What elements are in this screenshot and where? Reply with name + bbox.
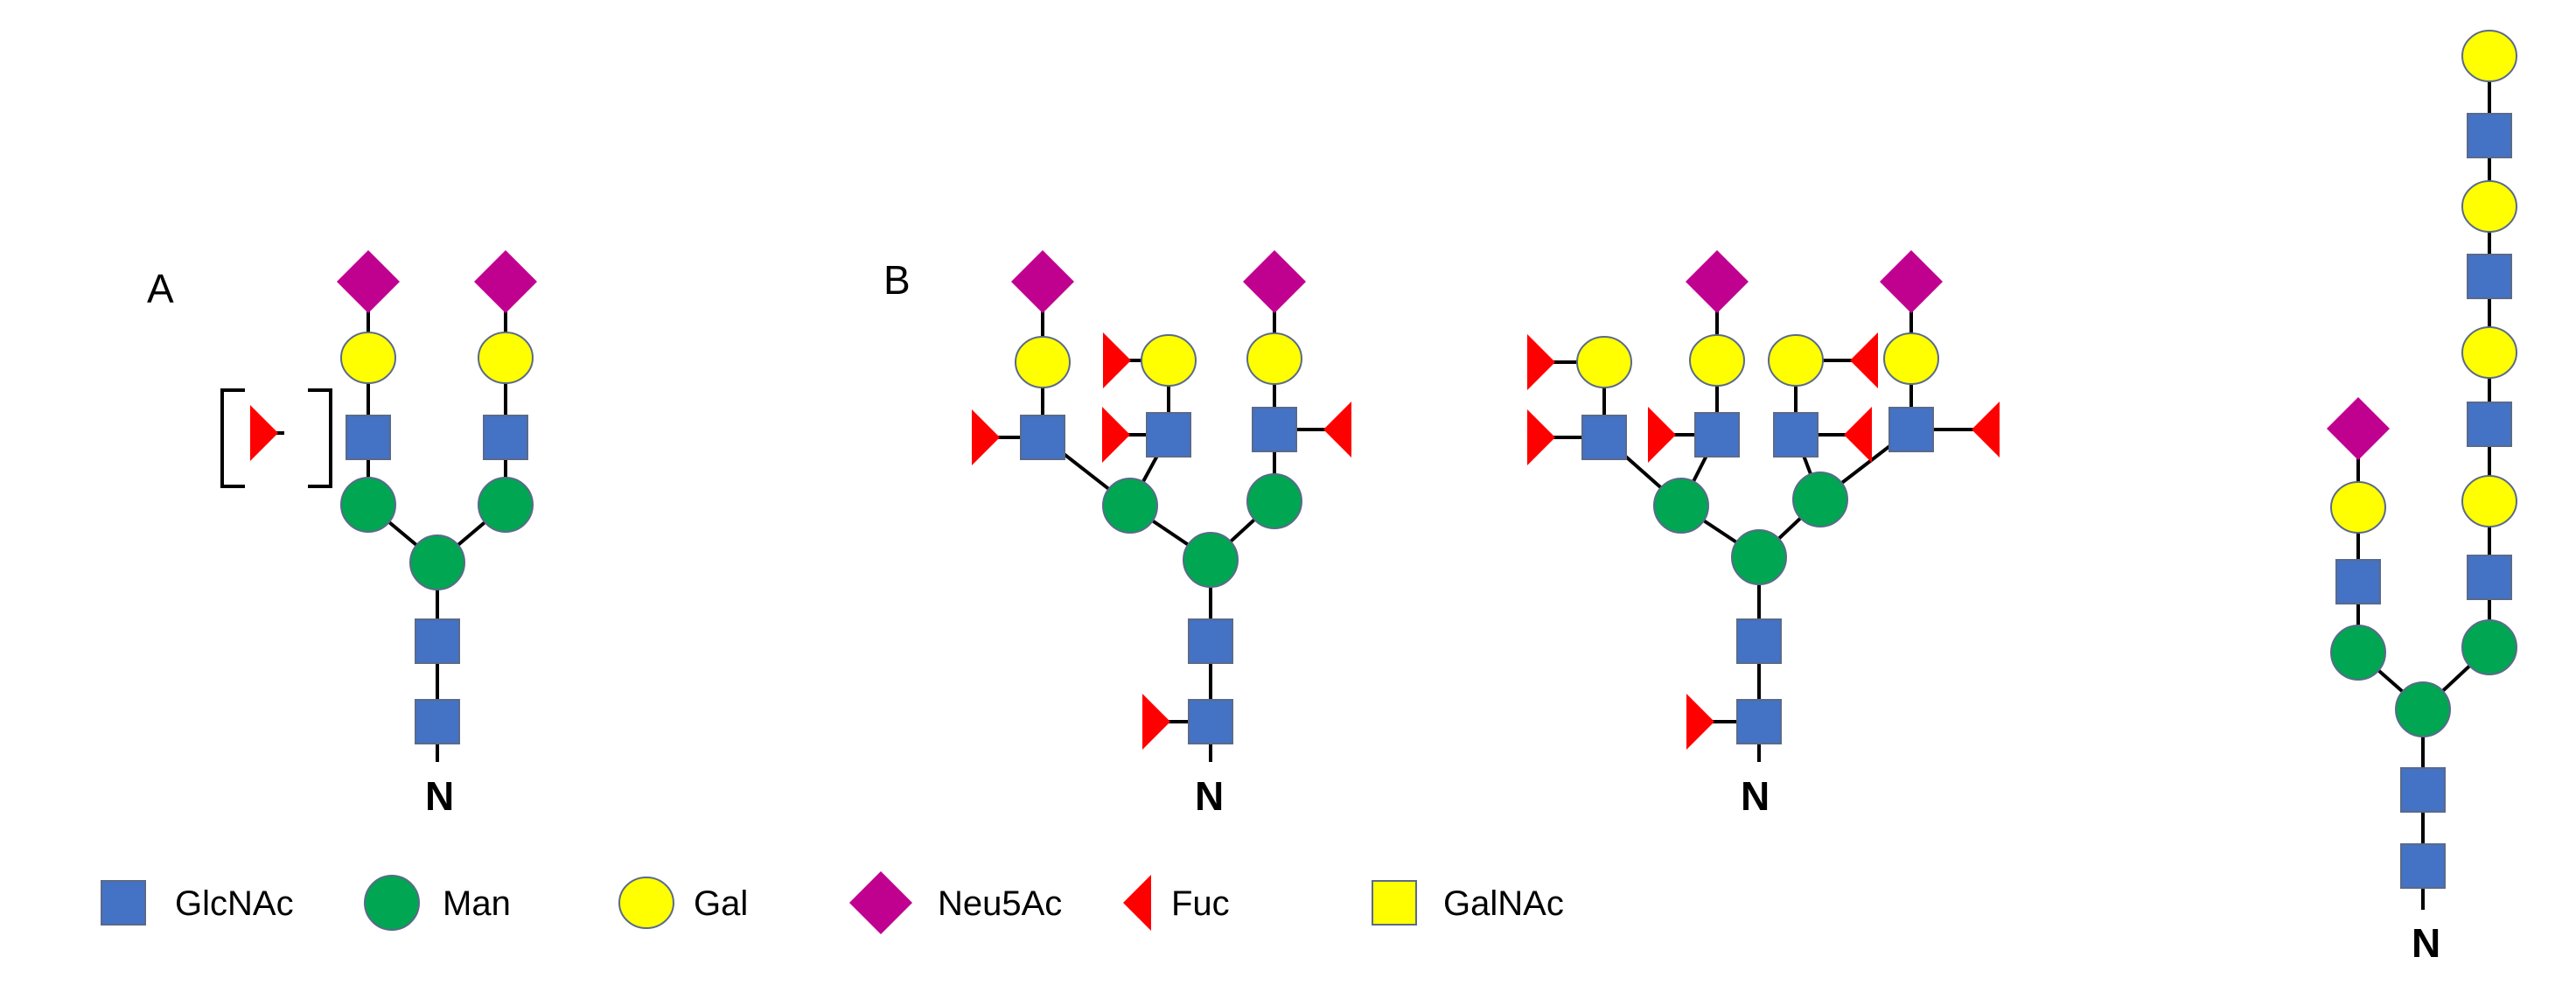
legend-symbol-neu5ac (849, 871, 912, 934)
panel-a-antenna-neu5ac (337, 250, 400, 313)
extended-core-glcnac (2400, 843, 2446, 889)
panel-a-optional-fucose (250, 405, 278, 461)
panel-b2-branch-man (1792, 472, 1848, 527)
extended-lacnac-glcnac (2467, 402, 2512, 447)
extended-core-glcnac (2400, 767, 2446, 813)
legend-symbol-gal (618, 877, 674, 929)
extended-lacnac-gal (2461, 475, 2517, 527)
legend-label-man: Man (443, 884, 511, 923)
panel-b1-antenna-gal (1015, 336, 1071, 388)
panel-a-branch-man (340, 477, 396, 533)
extended-branch-man (2461, 619, 2517, 675)
panel-a-antenna-neu5ac (474, 250, 537, 313)
panel-b1-antenna-neu5ac (1011, 250, 1074, 313)
panel-b2-antenna-fucose (1527, 334, 1555, 390)
legend-label-galnac: GalNAc (1443, 884, 1564, 923)
panel-b1-core-man (1183, 532, 1239, 588)
panel-b2-antenna-glcnac (1581, 415, 1627, 460)
reducing-end-label-b1: N (1195, 773, 1224, 819)
extended-lacnac-glcnac (2467, 254, 2512, 299)
panel-b1-antenna-fucose (1323, 402, 1351, 458)
panel-b1-antenna-neu5ac (1243, 250, 1306, 313)
panel-b2-antenna-fucose (1527, 409, 1555, 465)
panel-b2-antenna-fucose (1648, 407, 1676, 463)
labels: A B N N N N (147, 257, 2440, 966)
panel-b1-antenna-fucose (1102, 407, 1130, 463)
panel-b1-antenna-glcnac (1252, 407, 1297, 452)
legend-label-glcnac: GlcNAc (175, 884, 294, 923)
panel-a-core-glcnac (415, 618, 460, 664)
panel-b1-antenna-glcnac (1020, 415, 1065, 460)
panel-b1-antenna-gal (1141, 334, 1197, 387)
extended-antenna-neu5ac (2327, 397, 2390, 460)
legend-label-fuc: Fuc (1171, 884, 1230, 923)
panel-b1-branch-man (1102, 478, 1158, 534)
reducing-end-label-extended: N (2412, 920, 2440, 966)
panel-a-core-man (409, 534, 465, 590)
extended-antenna-glcnac (2335, 559, 2381, 604)
legend-label-neu5ac: Neu5Ac (938, 884, 1062, 923)
panel-b1-antenna-fucose (972, 409, 1000, 465)
optional-fucose-bracket (220, 388, 332, 488)
panel-b1-antenna-glcnac (1146, 412, 1191, 458)
panel-a-antenna-gal (340, 332, 396, 384)
panel-b1-core-glcnac (1188, 699, 1233, 744)
extended-branch-man (2330, 625, 2386, 681)
panel-b2-antenna-gal (1768, 334, 1824, 387)
legend-symbol-fuc (1123, 875, 1151, 931)
panel-b2-core-glcnac (1736, 699, 1782, 744)
reducing-end-label-b2: N (1741, 773, 1770, 819)
legend-symbol-glcnac (101, 880, 146, 926)
panel-b2-antenna-gal (1576, 336, 1632, 388)
panel-b2-antenna-glcnac (1694, 412, 1740, 458)
panel-a-antenna-glcnac (346, 415, 391, 460)
legend: GlcNAc Man Gal Neu5Ac Fuc GalNAc (101, 871, 1564, 934)
panel-b2-core-man (1731, 529, 1787, 585)
extended-lacnac-glcnac (2467, 555, 2512, 600)
panel-b2-antenna-glcnac (1888, 407, 1934, 452)
panel-b1-antenna-gal (1246, 332, 1302, 385)
panel-b2-antenna-neu5ac (1686, 250, 1749, 313)
panel-b2-branch-man (1653, 478, 1709, 534)
panel-b2-antenna-gal (1883, 332, 1939, 385)
reducing-end-label-a: N (425, 773, 454, 819)
panel-label-a: A (147, 266, 174, 311)
panel-b2-core-glcnac (1736, 618, 1782, 664)
panel-a-branch-man (478, 477, 534, 533)
panel-a-antenna-glcnac (483, 415, 528, 460)
panel-b1-core-fucose (1142, 694, 1170, 750)
extended-lacnac-gal (2461, 326, 2517, 379)
panel-label-b: B (883, 257, 911, 303)
residues (250, 30, 2517, 889)
panel-b2-antenna-fucose (1844, 407, 1872, 463)
linkages (259, 56, 2491, 910)
extended-lacnac-glcnac (2467, 113, 2512, 158)
extended-terminal-gal (2461, 30, 2517, 82)
extended-core-man (2395, 681, 2451, 737)
extended-lacnac-gal (2461, 180, 2517, 233)
panel-b1-branch-man (1246, 473, 1302, 529)
legend-label-gal: Gal (694, 884, 748, 923)
panel-b1-core-glcnac (1188, 618, 1233, 664)
legend-symbol-man (364, 875, 420, 931)
panel-b2-antenna-glcnac (1773, 412, 1819, 458)
panel-a-core-glcnac (415, 699, 460, 744)
panel-b2-antenna-gal (1689, 334, 1745, 387)
panel-a-antenna-gal (478, 332, 534, 384)
panel-b2-antenna-neu5ac (1880, 250, 1943, 313)
panel-b2-core-fucose (1686, 694, 1714, 750)
panel-b2-antenna-fucose (1972, 402, 2000, 458)
panel-b1-antenna-fucose (1103, 332, 1131, 388)
panel-b2-antenna-fucose (1850, 332, 1878, 388)
legend-symbol-galnac (1372, 880, 1417, 926)
extended-antenna-gal (2330, 481, 2386, 534)
